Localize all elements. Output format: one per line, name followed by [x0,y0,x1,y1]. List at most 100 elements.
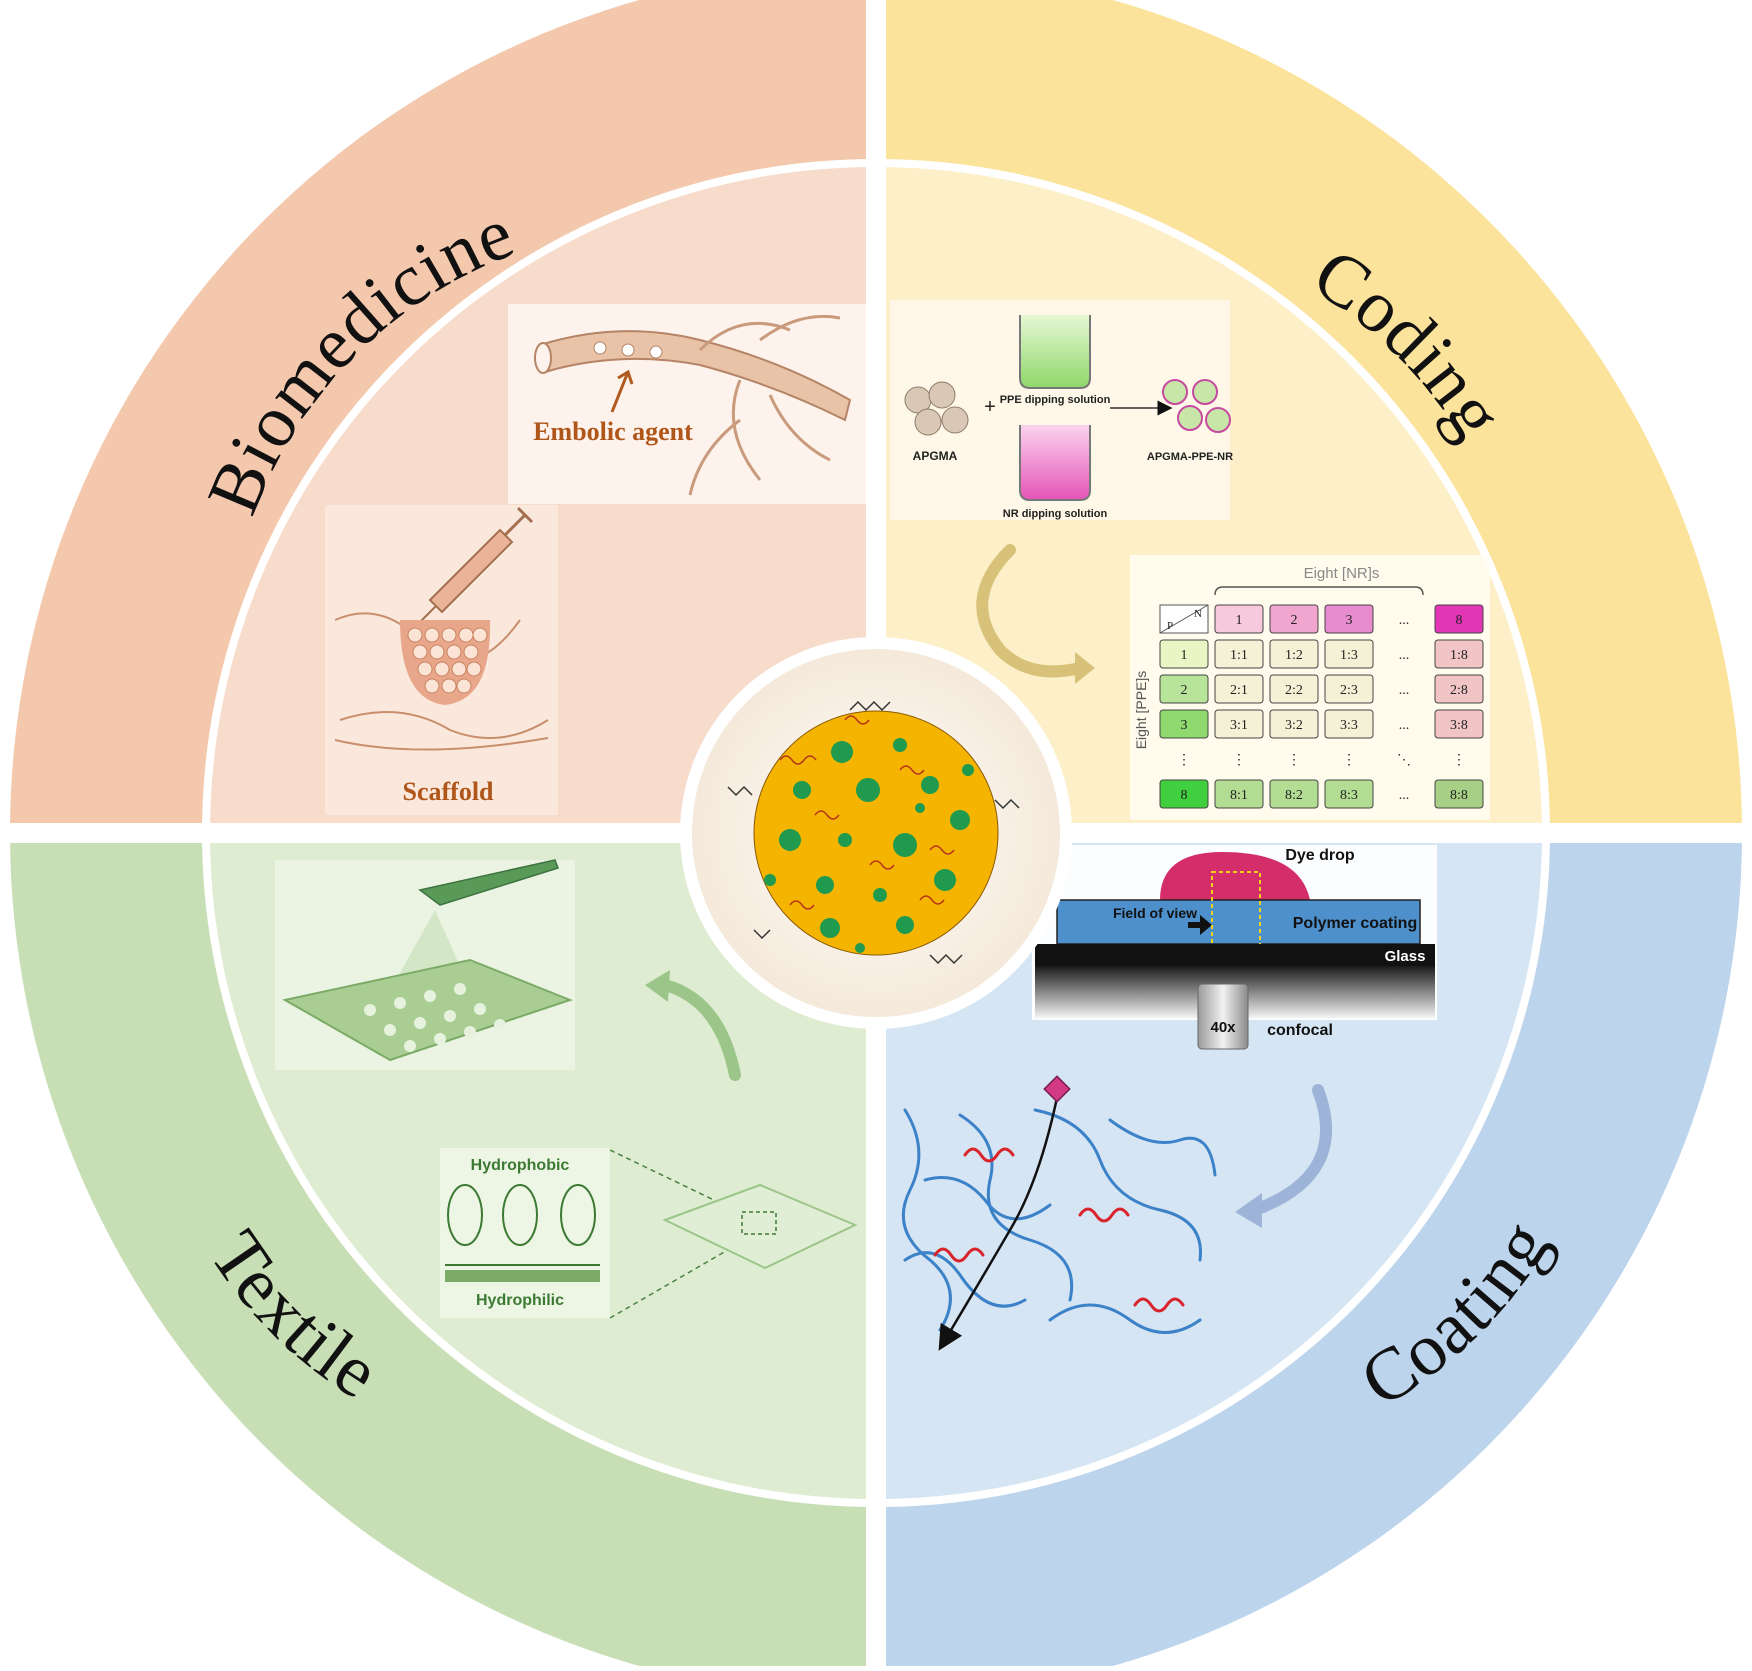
wetting-panel-bg [440,1148,610,1318]
syringe-plunger [503,506,534,537]
grid-corner-bottom: P [1167,620,1173,632]
grid-col-header [1269,604,1319,634]
grid-cell-label: 3:8 [1450,718,1468,733]
objective-label: 40x [1210,1019,1236,1036]
zoom-lines [609,1149,746,1319]
embolic-particle [621,343,635,357]
apgma-beads [904,381,969,436]
arrow-icon [610,369,634,413]
grid-row-header [1159,639,1209,669]
grid-cell-label: 1:2 [1285,648,1303,663]
grid-cell-label: 1:8 [1450,648,1468,663]
ppe-beaker-icon [1019,315,1091,389]
grid-cell-label: ⋮ [1342,753,1356,768]
nanoparticle-core-icon [753,710,999,956]
grid-row-header-label: 2 [1181,683,1188,698]
embolic-particle [649,345,663,359]
embolic-particle [593,341,607,355]
spray-gun-icon [418,859,559,906]
curved-arrow-head [1235,1193,1262,1228]
polymer-coating-layer [1056,899,1421,945]
center-nanoparticle [680,637,1072,1029]
grid-cell-label: 8:1 [1230,788,1248,803]
embolic-agent-figure: Embolic agent [508,304,866,504]
grid-cell-label: ⋮ [1287,753,1301,768]
grid-cell [1269,674,1319,704]
polymer-brush-icons [727,700,1020,965]
fabric-holes [364,983,506,1052]
curved-arrow-head [645,970,670,1002]
scaffold-figure: Scaffold [325,505,558,815]
curved-arrow-icon [1249,1084,1332,1216]
grid-cell-label: 2:3 [1340,683,1358,698]
confocal-label: confocal [1267,1022,1333,1039]
zoom-box [741,1211,777,1235]
grid-col-header-label: 1 [1236,613,1243,628]
scaffold-label: Scaffold [403,777,495,806]
center-ring [680,637,1072,1029]
grid-cell [1324,779,1374,809]
grid-cell-label: 1:3 [1340,648,1358,663]
grid-cell-label: 1:1 [1230,648,1248,663]
grid-row-header-label: 3 [1181,718,1188,733]
grid-col-header-label: 3 [1346,613,1353,628]
scaffold-particles [407,627,488,694]
encapsulated-dots [764,738,974,953]
grid-cell [1269,779,1319,809]
particle-coated-fabric-icon [662,1183,858,1270]
grid-cell-label: 8:8 [1450,788,1468,803]
field-of-view-label: Field of view [1113,905,1197,921]
grid-corner-diagonal [1159,604,1209,634]
plus-sign: + [984,396,996,418]
hydrophobic-label: Hydrophobic [471,1157,570,1174]
grid-row-header-label: ⋮ [1177,753,1191,768]
grid-col-header-label: 8 [1456,613,1463,628]
grid-cell-label: 3:2 [1285,718,1303,733]
coded-beads [1162,379,1231,433]
polymer-coating-label: Polymer coating [1293,915,1417,932]
dye-drop-icon [1160,852,1310,900]
grid-cell [1214,709,1264,739]
grid-row-header-label: 8 [1181,788,1188,803]
grid-cell-label: ... [1399,648,1410,663]
grid-cell-label: 2:8 [1450,683,1468,698]
grid-cell-label: ... [1399,788,1410,803]
blood-vessel-icon [538,330,852,422]
needle [419,605,437,623]
polymer-network [901,1108,1217,1334]
glass-layer [1035,944,1435,966]
grid-cell [1214,639,1264,669]
nr-solution-label: NR dipping solution [1003,508,1108,520]
grid-row-header [1159,779,1209,809]
grid-cell [1269,709,1319,739]
grid-col-header-label: ... [1399,613,1410,628]
grid-col-header [1324,604,1374,634]
fluorinated-chain-icons [445,1184,600,1266]
product-label: APGMA-PPE-NR [1147,451,1233,463]
grid-row-header [1159,709,1209,739]
grid-cell [1214,674,1264,704]
grid-cell-label: 8:3 [1340,788,1358,803]
grid-cell [1214,779,1264,809]
grid-cell-label: ⋱ [1397,753,1411,768]
grid-cell [1324,709,1374,739]
nr-beaker-icon [1019,425,1091,501]
grid-cell [1434,779,1484,809]
grid-cell [1434,639,1484,669]
hydrophilic-label: Hydrophilic [476,1292,564,1309]
grid-col-header-label: 2 [1291,613,1298,628]
grid-cell [1434,674,1484,704]
syringe-icon [428,528,514,614]
side-brace-label: Eight [PPE]s [1133,671,1149,750]
biomedicine-panel: Embolic agent Scaffold [325,304,866,815]
curved-arrow-head [1075,652,1095,684]
curved-arrow-icon [976,544,1086,678]
vessel-opening [534,342,552,374]
embedded-chains [779,715,955,910]
coating-panel: Dye drop Polymer coating Field of view G… [901,845,1437,1351]
grid-cell [1324,674,1374,704]
grid-col-header [1434,604,1484,634]
dye-molecule-icon [1043,1075,1071,1103]
vessel-branches [688,314,841,496]
